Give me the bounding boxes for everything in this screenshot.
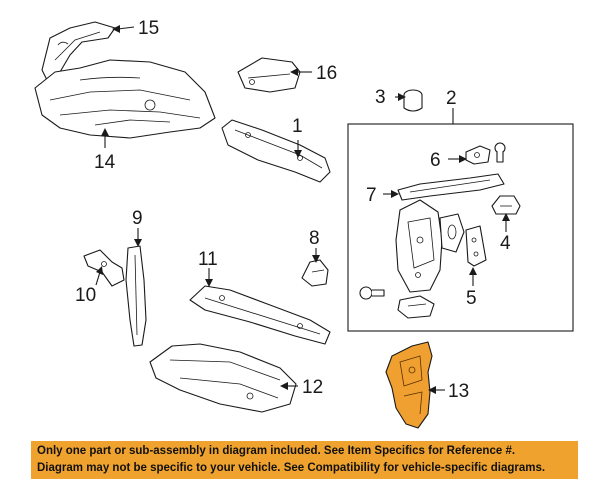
callout-10: 10 bbox=[75, 285, 96, 306]
lower-block bbox=[397, 295, 435, 319]
part-11-lower-support bbox=[189, 285, 331, 345]
callout-7: 7 bbox=[366, 185, 377, 206]
callout-6: 6 bbox=[430, 150, 441, 171]
callout-8: 8 bbox=[309, 228, 320, 249]
part-6-bracket bbox=[465, 145, 491, 165]
callout-3: 3 bbox=[375, 87, 386, 108]
part-8-bracket bbox=[301, 259, 329, 287]
callout-4: 4 bbox=[500, 233, 511, 254]
disclaimer-line-1: Only one part or sub-assembly in diagram… bbox=[37, 445, 516, 457]
part-1-upper-support bbox=[221, 119, 331, 183]
disclaimer-banner: Only one part or sub-assembly in diagram… bbox=[31, 441, 578, 479]
callout-5: 5 bbox=[466, 288, 477, 309]
small-plate bbox=[439, 213, 465, 253]
callout-12: 12 bbox=[302, 377, 323, 398]
part-12-lower-shield bbox=[149, 343, 297, 413]
part-16-bracket bbox=[237, 57, 301, 93]
callout-11: 11 bbox=[198, 249, 218, 270]
bolt-lower bbox=[359, 286, 385, 300]
callout-15: 15 bbox=[138, 18, 159, 39]
sub-assembly-inset-box bbox=[347, 123, 574, 332]
side-bracket-panel bbox=[395, 199, 443, 293]
disclaimer-line-2: Diagram may not be specific to your vehi… bbox=[37, 462, 546, 474]
callout-14: 14 bbox=[94, 152, 116, 173]
part-7-side-bar bbox=[397, 173, 505, 201]
callout-13: 13 bbox=[448, 381, 469, 402]
part-4-clip bbox=[491, 195, 521, 215]
bolt-upper bbox=[494, 142, 506, 163]
callout-1: 1 bbox=[292, 116, 303, 137]
callout-16: 16 bbox=[316, 63, 337, 84]
part-3-bushing bbox=[403, 89, 423, 112]
part-14-engine-under-cover bbox=[34, 59, 216, 139]
callout-9: 9 bbox=[132, 208, 143, 229]
part-13-highlighted-deflector bbox=[385, 341, 433, 429]
callout-2: 2 bbox=[446, 88, 457, 109]
part-10-small-bracket bbox=[83, 249, 125, 287]
part-9-vertical-support bbox=[125, 245, 147, 347]
part-5-brace bbox=[465, 225, 487, 267]
leader-lines bbox=[95, 25, 510, 394]
